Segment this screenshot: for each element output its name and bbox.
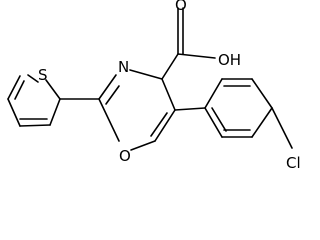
bond (271, 107, 293, 149)
bond (129, 69, 163, 80)
bond (27, 74, 39, 83)
bond (251, 78, 273, 109)
bond (161, 78, 176, 111)
bond (177, 53, 216, 59)
atom-label-sulfur: S (38, 66, 48, 84)
bond (19, 124, 51, 127)
bond (7, 98, 21, 127)
bond (7, 75, 21, 100)
bond (14, 80, 25, 100)
bond (204, 107, 223, 138)
bond (49, 98, 61, 126)
molecule-structure: S N O O OH Cl (7, 0, 301, 172)
bond (98, 74, 117, 100)
bond (211, 107, 227, 132)
atom-label-hydroxyl: OH (218, 51, 241, 69)
atom-label-nitrogen: N (118, 58, 129, 76)
bond (161, 53, 179, 80)
bond (45, 79, 61, 100)
bond (150, 112, 168, 137)
bond (154, 109, 176, 142)
atom-label-chlorine: Cl (286, 154, 301, 172)
bond (204, 78, 223, 109)
bond (98, 98, 120, 142)
bond (174, 107, 206, 111)
atom-label-carbonyl-oxygen: O (175, 0, 187, 14)
bond (130, 140, 156, 151)
bond (251, 107, 273, 138)
atom-label-ring-oxygen: O (119, 147, 131, 165)
bond (105, 85, 120, 105)
bond-lines (7, 7, 293, 151)
